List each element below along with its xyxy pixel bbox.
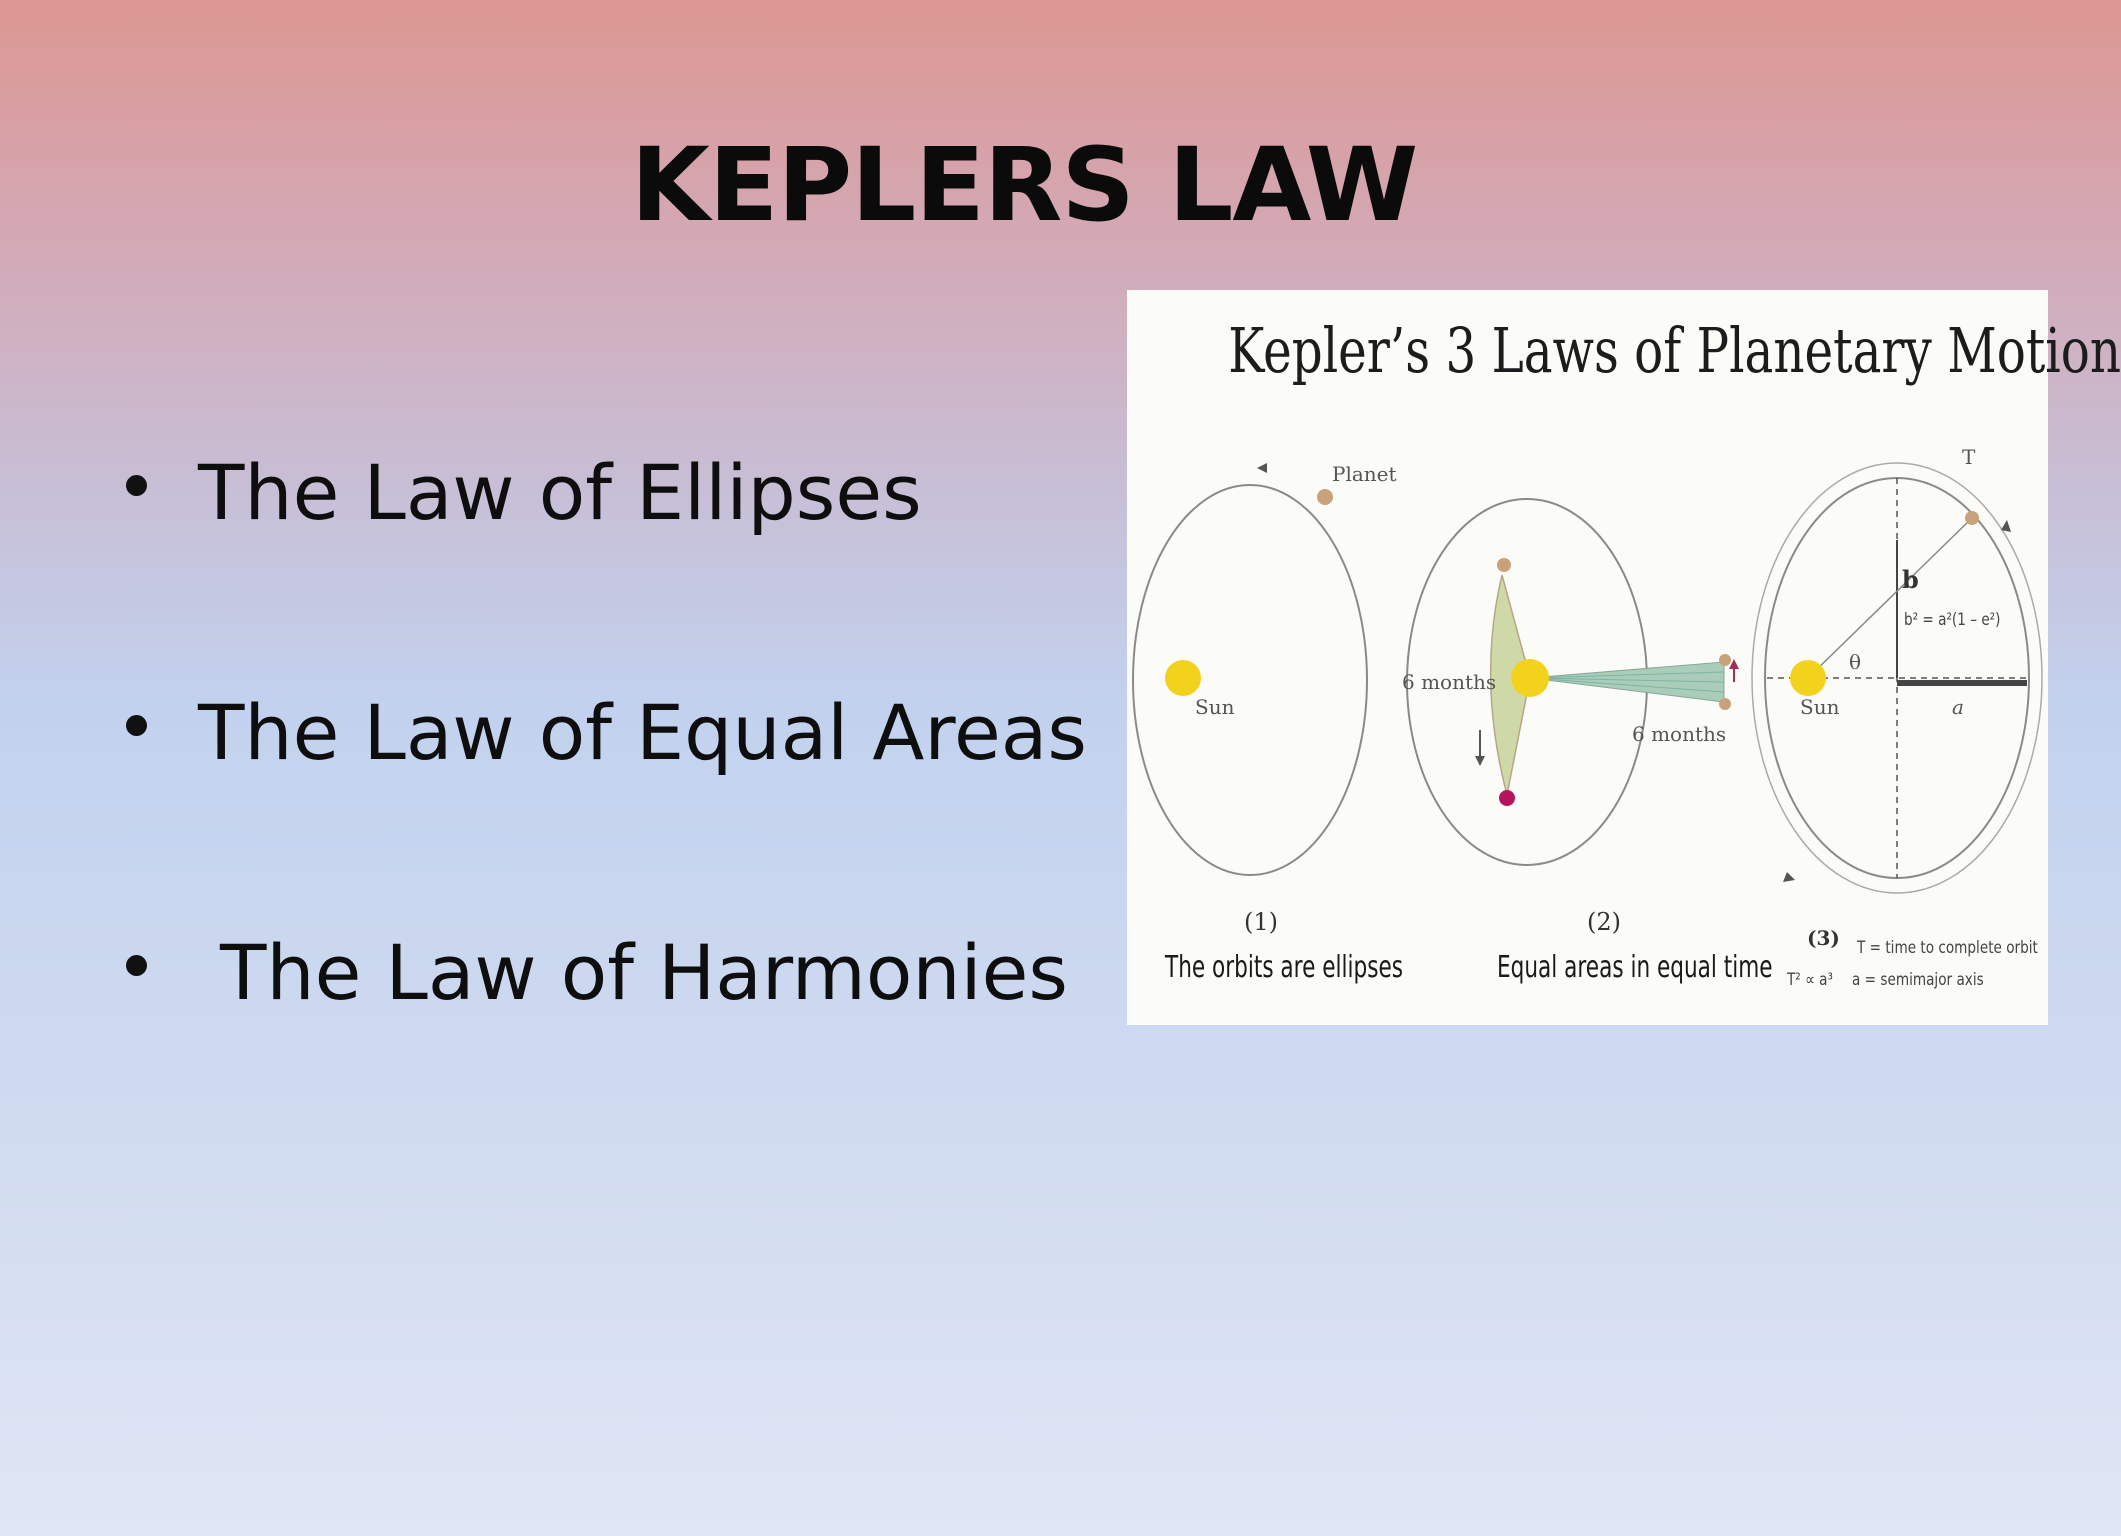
planet-icon <box>1719 654 1731 666</box>
bullet-text: The Law of Equal Areas <box>198 688 1087 777</box>
planet-icon <box>1317 489 1333 505</box>
planet-icon <box>1499 790 1515 806</box>
sun-icon <box>1790 660 1826 696</box>
a-definition: a = semimajor axis <box>1852 970 1984 990</box>
months-label: 6 months <box>1632 722 1727 746</box>
bullet-text: The Law of Ellipses <box>198 448 922 537</box>
orbit-ellipse-1 <box>1132 484 1368 876</box>
swept-area-right <box>1529 661 1725 703</box>
sun-icon <box>1511 659 1549 697</box>
formula: T² ∝ a³ <box>1787 970 1833 990</box>
panel-number: (2) <box>1587 908 1621 936</box>
panel-number: (1) <box>1244 908 1278 936</box>
bullet-text: The Law of Harmonies <box>220 928 1068 1017</box>
kepler-laws-figure: Kepler’s 3 Laws of Planetary Motion <box>1127 290 2121 1025</box>
planet-icon <box>1497 558 1511 572</box>
t-label: T <box>1962 445 1976 469</box>
orbit-diagrams <box>1132 462 2043 894</box>
panel-caption: The orbits are ellipses <box>1165 950 1404 985</box>
arrow-icon <box>1257 463 1267 473</box>
swept-area-left <box>1489 574 1531 796</box>
arrow-icon <box>1783 872 1795 882</box>
bullet-dot-icon <box>126 475 147 496</box>
panel-number: (3) <box>1807 926 1840 950</box>
sun-label: Sun <box>1800 695 1840 719</box>
planet-icon <box>1965 511 1979 525</box>
sun-label: Sun <box>1195 695 1235 719</box>
a-label: a <box>1952 695 1964 719</box>
planet-label: Planet <box>1332 462 1397 486</box>
sun-icon <box>1165 660 1201 696</box>
bullet-dot-icon <box>126 715 147 736</box>
b-label: b <box>1902 565 1919 594</box>
months-label: 6 months <box>1402 670 1497 694</box>
t-definition: T = time to complete orbit <box>1857 938 2038 958</box>
arrow-icon <box>2001 520 2011 532</box>
panel-caption: Equal areas in equal time <box>1497 950 1773 985</box>
theta-label: θ <box>1849 650 1862 674</box>
bullet-dot-icon <box>126 955 147 976</box>
slide-title: KEPLERS LAW <box>630 126 1419 245</box>
planet-icon <box>1719 698 1731 710</box>
b-formula: b² = a²(1 – e²) <box>1904 610 2001 630</box>
